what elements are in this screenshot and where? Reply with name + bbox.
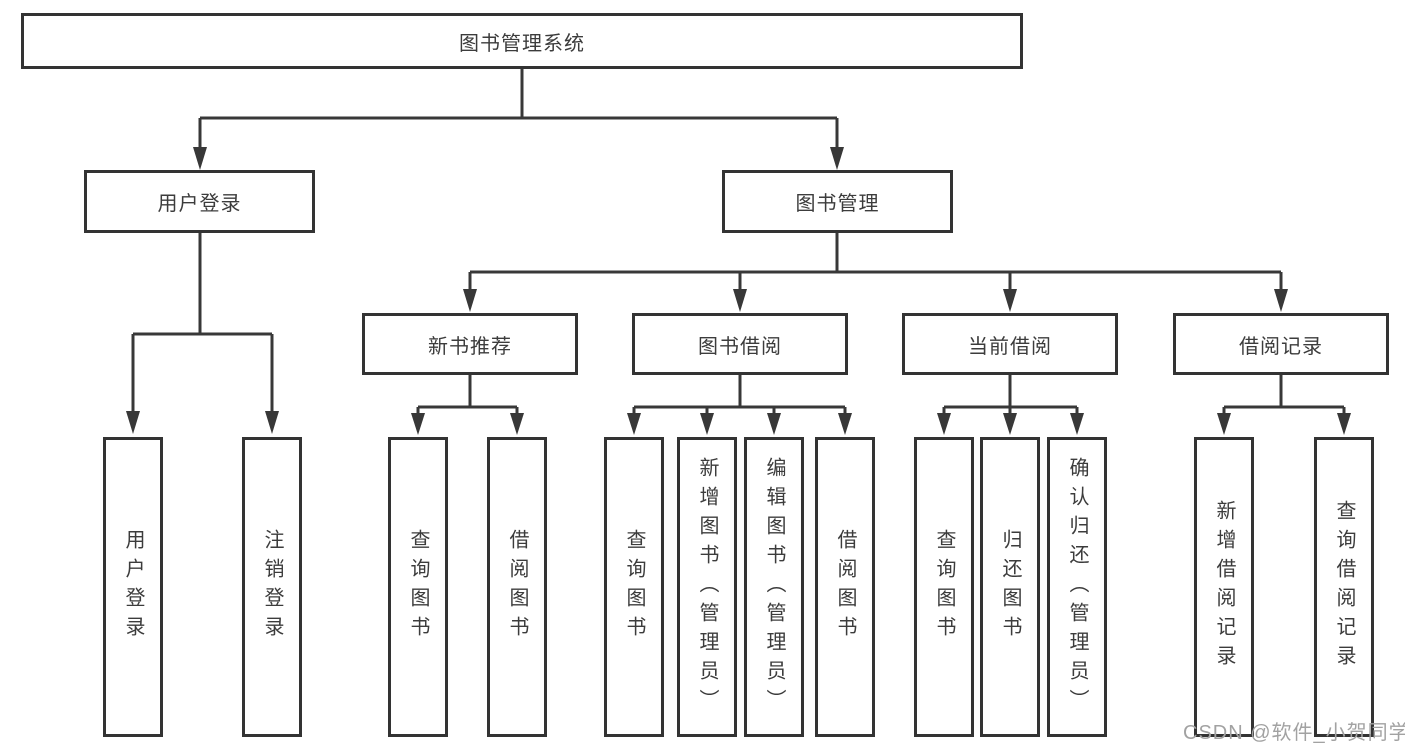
node-label: 借阅图书: [834, 529, 856, 645]
arrow-icon: [767, 413, 781, 435]
node-label: 查询图书: [407, 529, 429, 645]
arrow-icon: [1337, 413, 1351, 435]
node-label: 图书管理系统: [459, 32, 585, 55]
connector-current-borrowing: [942, 375, 1079, 415]
arrow-icon: [1070, 413, 1084, 435]
node-label: 新增借阅记录: [1213, 500, 1235, 674]
node-library-management-system: 图书管理系统: [21, 13, 1023, 69]
arrow-icon: [937, 413, 951, 435]
node-label: 注销登录: [261, 529, 283, 645]
arrow-icon: [1274, 289, 1288, 312]
node-label: 查询借阅记录: [1333, 500, 1355, 674]
arrow-icon: [510, 413, 524, 435]
arrow-icon: [733, 289, 747, 312]
connector-root: [198, 69, 839, 149]
node-label: 新书推荐: [428, 335, 512, 358]
node-label: 归还图书: [999, 529, 1021, 645]
arrow-icon: [193, 147, 207, 170]
arrow-icon: [1003, 413, 1017, 435]
node-leaf-borrowing-query-books: 查询图书: [604, 437, 664, 737]
node-leaf-newbooks-borrow-books: 借阅图书: [487, 437, 547, 737]
connector-user-login: [131, 233, 274, 413]
node-leaf-borrowing-borrow-books: 借阅图书: [815, 437, 875, 737]
connector-book-management: [468, 233, 1283, 292]
connector-book-borrowing: [632, 375, 847, 415]
node-label: 借阅记录: [1239, 335, 1323, 358]
arrow-icon: [411, 413, 425, 435]
node-new-book-recommendation: 新书推荐: [362, 313, 578, 375]
node-leaf-query-borrow-record: 查询借阅记录: [1314, 437, 1374, 737]
arrow-icon: [830, 147, 844, 170]
arrow-icon: [1217, 413, 1231, 435]
node-label: 查询图书: [623, 529, 645, 645]
node-current-borrowing: 当前借阅: [902, 313, 1118, 375]
node-label: 编辑图书（管理员）: [763, 456, 785, 718]
node-label: 当前借阅: [968, 335, 1052, 358]
node-book-management: 图书管理: [722, 170, 953, 233]
node-label: 图书管理: [795, 193, 880, 215]
arrow-icon: [627, 413, 641, 435]
arrow-icon: [265, 411, 279, 434]
node-leaf-logout: 注销登录: [242, 437, 302, 737]
node-leaf-user-login: 用户登录: [103, 437, 163, 737]
connector-new-books: [416, 375, 519, 415]
node-leaf-add-books-admin: 新增图书（管理员）: [677, 437, 737, 737]
arrow-icon: [700, 413, 714, 435]
node-borrowing-records: 借阅记录: [1173, 313, 1389, 375]
node-label: 用户登录: [157, 193, 242, 215]
arrow-icon: [126, 411, 140, 434]
node-leaf-confirm-return-admin: 确认归还（管理员）: [1047, 437, 1107, 737]
arrowheads: [126, 147, 1351, 435]
node-user-login: 用户登录: [84, 170, 315, 233]
node-book-borrowing: 图书借阅: [632, 313, 848, 375]
node-leaf-newbooks-query-books: 查询图书: [388, 437, 448, 737]
node-leaf-return-books: 归还图书: [980, 437, 1040, 737]
csdn-watermark: CSDN @软件_小贺同学: [1183, 722, 1405, 744]
arrow-icon: [838, 413, 852, 435]
node-leaf-current-query-books: 查询图书: [914, 437, 974, 737]
node-label: 借阅图书: [506, 529, 528, 645]
node-label: 图书借阅: [698, 335, 782, 358]
node-label: 用户登录: [122, 529, 144, 645]
node-leaf-add-borrow-record: 新增借阅记录: [1194, 437, 1254, 737]
node-label: 确认归还（管理员）: [1066, 456, 1088, 718]
node-label: 查询图书: [933, 529, 955, 645]
connector-borrowing-records: [1222, 375, 1346, 415]
node-label: 新增图书（管理员）: [696, 456, 718, 718]
node-leaf-edit-books-admin: 编辑图书（管理员）: [744, 437, 804, 737]
arrow-icon: [1003, 289, 1017, 312]
arrow-icon: [463, 289, 477, 312]
